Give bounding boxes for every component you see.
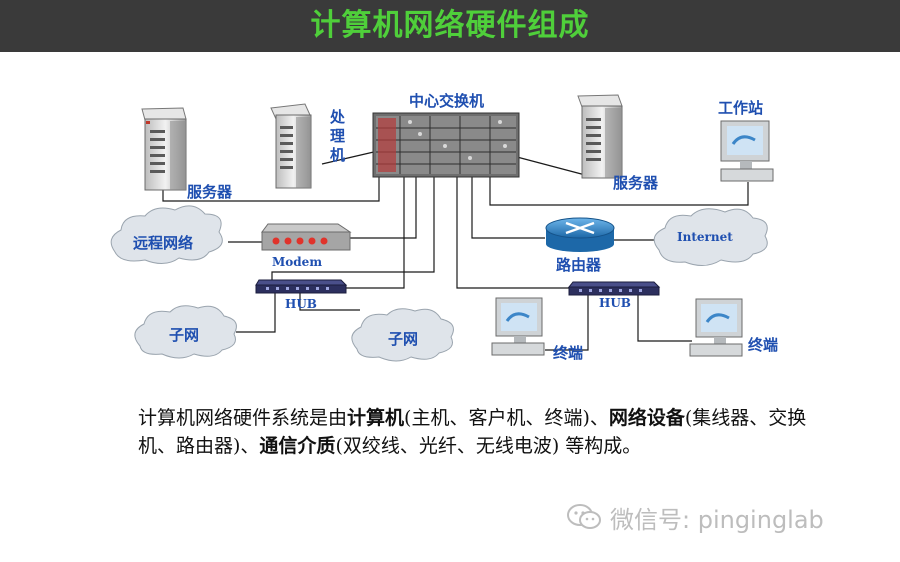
watermark-text: 微信号: pinginglab (610, 505, 824, 534)
workstation-icon (720, 120, 774, 182)
server-right-icon (577, 94, 623, 179)
core-switch-icon (372, 112, 520, 178)
connection-lines (162, 150, 749, 351)
processor-icon (270, 103, 312, 189)
hub-left-label: HUB (285, 297, 317, 311)
subnet-2-label: 子网 (388, 330, 419, 348)
terminal-2-label: 终端 (748, 336, 779, 354)
server-left-label: 服务器 (187, 183, 233, 201)
modem-label: Modem (272, 255, 323, 269)
desc-text-4: (双绞线、光纤、无线电波) 等构成。 (335, 435, 642, 457)
desc-text-2: (主机、客户机、终端)、 (404, 407, 609, 429)
cloud-internet (653, 208, 768, 266)
desc-text-3: (集线器、交换机、路由器)、 (138, 407, 807, 457)
hub-left-icon (255, 279, 348, 294)
cloud-subnet-2 (351, 308, 454, 362)
hub-right-icon (567, 281, 661, 296)
desc-bold-media: 通信介质 (259, 435, 336, 457)
router-label: 路由器 (556, 256, 602, 274)
title-bar: 计算机网络硬件组成 (0, 0, 900, 52)
terminal-2-icon (689, 298, 743, 357)
cloud-subnet-1 (134, 305, 237, 359)
router-icon (545, 217, 615, 252)
internet-label: Internet (677, 230, 733, 244)
remote-network-label: 远程网络 (133, 234, 194, 252)
processor-label: 处理机 (330, 108, 346, 164)
desc-bold-computer: 计算机 (347, 407, 405, 429)
terminal-1-icon (491, 297, 545, 356)
watermark: 微信号: pinginglab (566, 500, 824, 534)
cloud-remote-network (110, 205, 223, 264)
hub-right-label: HUB (599, 296, 631, 310)
desc-text-1: 计算机网络硬件系统是由 (138, 407, 348, 429)
network-diagram (110, 94, 774, 362)
page-title: 计算机网络硬件组成 (310, 8, 590, 43)
subnet-1-label: 子网 (169, 326, 200, 344)
terminal-1-label: 终端 (553, 344, 584, 362)
server-right-label: 服务器 (613, 174, 659, 192)
description-paragraph: 计算机网络硬件系统是由计算机(主机、客户机、终端)、网络设备(集线器、交换机、路… (138, 404, 808, 460)
server-left-icon (141, 107, 187, 191)
desc-bold-network-devices: 网络设备 (608, 407, 685, 429)
core-switch-label: 中心交换机 (409, 92, 485, 110)
modem-icon (261, 223, 352, 251)
workstation-label: 工作站 (718, 99, 764, 117)
wechat-icon (567, 504, 601, 529)
